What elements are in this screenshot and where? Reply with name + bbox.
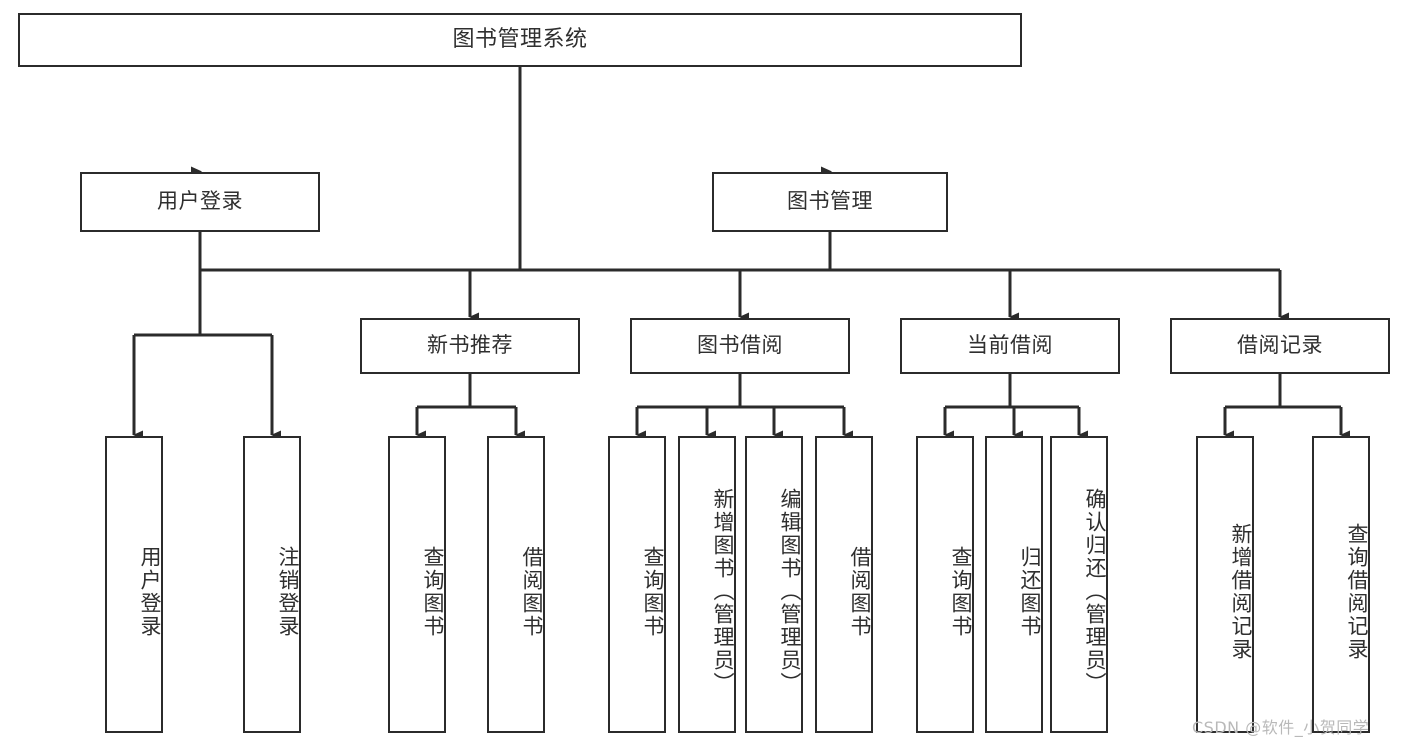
node-label: 确认归还（管理员） (1083, 488, 1107, 695)
node-label: 图书管理 (787, 189, 873, 214)
node-l-userlogin[interactable]: 用户登录 (105, 436, 163, 733)
node-label: 查询图书 (641, 545, 665, 638)
node-bookmgmt[interactable]: 图书管理 (712, 172, 948, 232)
node-l-bo-borrow[interactable]: 借阅图书 (815, 436, 873, 733)
node-label: 借阅图书 (848, 545, 872, 638)
node-l-re-add[interactable]: 新增借阅记录 (1196, 436, 1254, 733)
node-label: 借阅记录 (1237, 333, 1323, 358)
edges-group (132, 67, 1350, 440)
node-login[interactable]: 用户登录 (80, 172, 320, 232)
node-label: 注销登录 (276, 545, 300, 638)
node-l-re-query[interactable]: 查询借阅记录 (1312, 436, 1370, 733)
node-l-bo-add[interactable]: 新增图书（管理员） (678, 436, 736, 733)
node-l-nb-borrow[interactable]: 借阅图书 (487, 436, 545, 733)
node-l-bo-query[interactable]: 查询图书 (608, 436, 666, 733)
node-current[interactable]: 当前借阅 (900, 318, 1120, 374)
node-records[interactable]: 借阅记录 (1170, 318, 1390, 374)
node-label: 借阅图书 (520, 545, 544, 638)
node-l-logout[interactable]: 注销登录 (243, 436, 301, 733)
node-label: 查询图书 (949, 545, 973, 638)
node-label: 当前借阅 (967, 333, 1053, 358)
node-label: 用户登录 (138, 545, 162, 638)
node-l-nb-query[interactable]: 查询图书 (388, 436, 446, 733)
node-label: 用户登录 (157, 189, 243, 214)
node-label: 新增借阅记录 (1229, 522, 1253, 661)
node-l-bo-edit[interactable]: 编辑图书（管理员） (745, 436, 803, 733)
node-label: 查询图书 (421, 545, 445, 638)
node-newbook[interactable]: 新书推荐 (360, 318, 580, 374)
node-label: 新书推荐 (427, 333, 513, 358)
node-label: 归还图书 (1018, 545, 1042, 638)
node-borrow[interactable]: 图书借阅 (630, 318, 850, 374)
node-l-cu-return[interactable]: 归还图书 (985, 436, 1043, 733)
node-label: 图书管理系统 (452, 26, 588, 52)
node-label: 新增图书（管理员） (711, 488, 735, 695)
node-l-cu-confirm[interactable]: 确认归还（管理员） (1050, 436, 1108, 733)
csdn-watermark: CSDN @软件_小贺同学 (1192, 718, 1370, 737)
node-l-cu-query[interactable]: 查询图书 (916, 436, 974, 733)
node-root[interactable]: 图书管理系统 (18, 13, 1022, 67)
node-label: 编辑图书（管理员） (778, 488, 802, 695)
node-label: 查询借阅记录 (1345, 522, 1369, 661)
node-label: 图书借阅 (697, 333, 783, 358)
